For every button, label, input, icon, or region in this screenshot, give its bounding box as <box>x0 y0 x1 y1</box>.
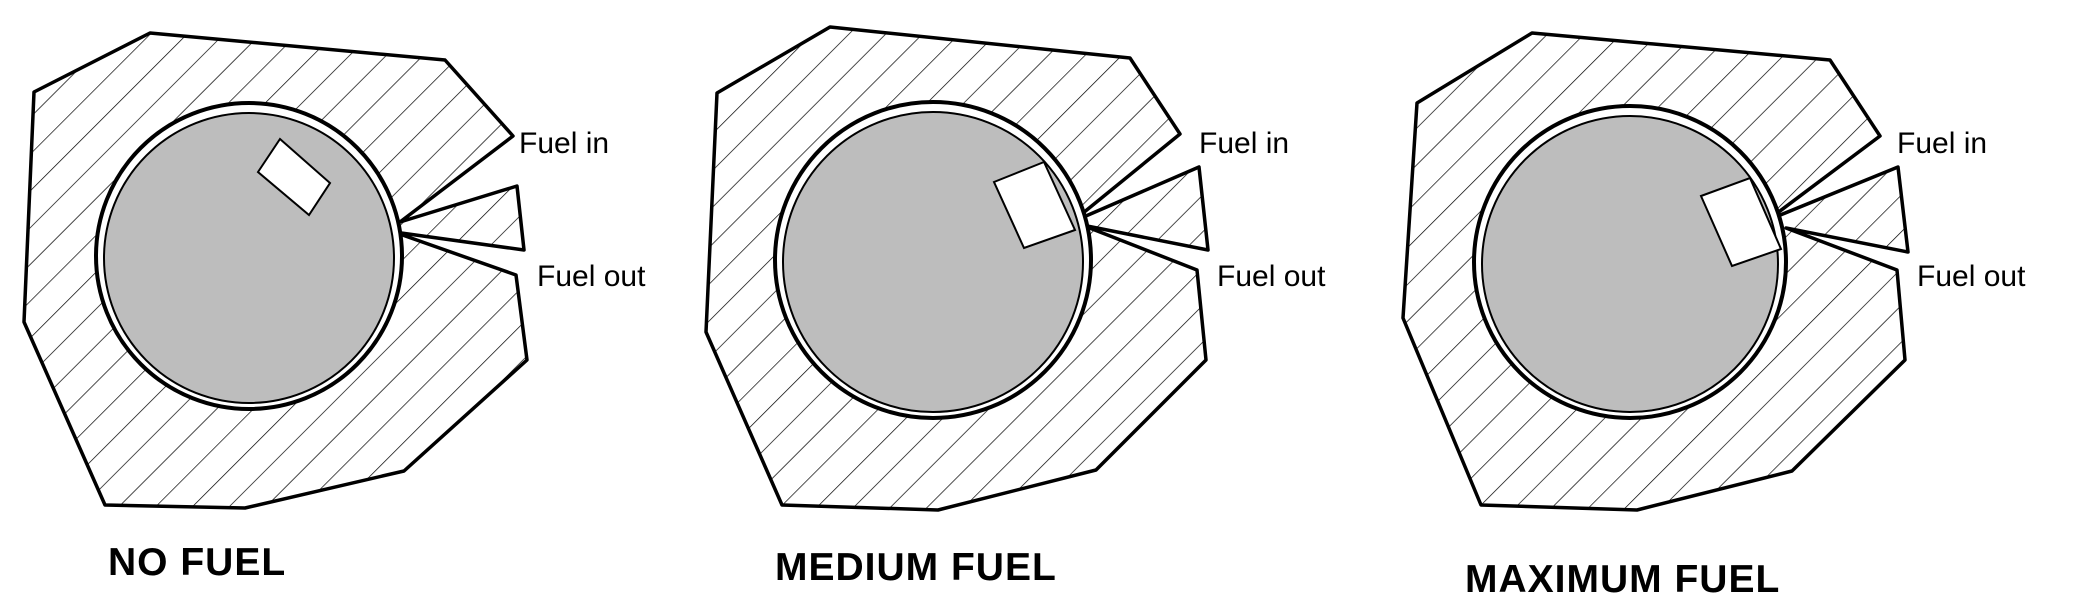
panel-maximum-fuel: Fuel in Fuel out MAXIMUM FUEL <box>1401 31 2026 601</box>
panel-caption: NO FUEL <box>108 541 286 584</box>
rotor <box>1481 115 1779 413</box>
panel-caption: MEDIUM FUEL <box>775 546 1057 589</box>
inlet-label: Fuel in <box>1897 127 1987 160</box>
outlet-label: Fuel out <box>1217 260 1326 293</box>
outlet-label: Fuel out <box>537 260 646 293</box>
panel-medium-fuel: Fuel in Fuel out MEDIUM FUEL <box>704 25 1326 589</box>
metering-slot <box>992 160 1077 250</box>
metering-slot <box>256 137 332 217</box>
rotor <box>103 112 395 404</box>
rotor <box>782 111 1084 413</box>
inlet-label: Fuel in <box>1199 127 1289 160</box>
outlet-label: Fuel out <box>1917 260 2026 293</box>
inlet-label: Fuel in <box>519 127 609 160</box>
metering-slot <box>1699 176 1783 268</box>
panel-caption: MAXIMUM FUEL <box>1465 558 1780 601</box>
panel-no-fuel: Fuel in Fuel out NO FUEL <box>22 31 646 584</box>
